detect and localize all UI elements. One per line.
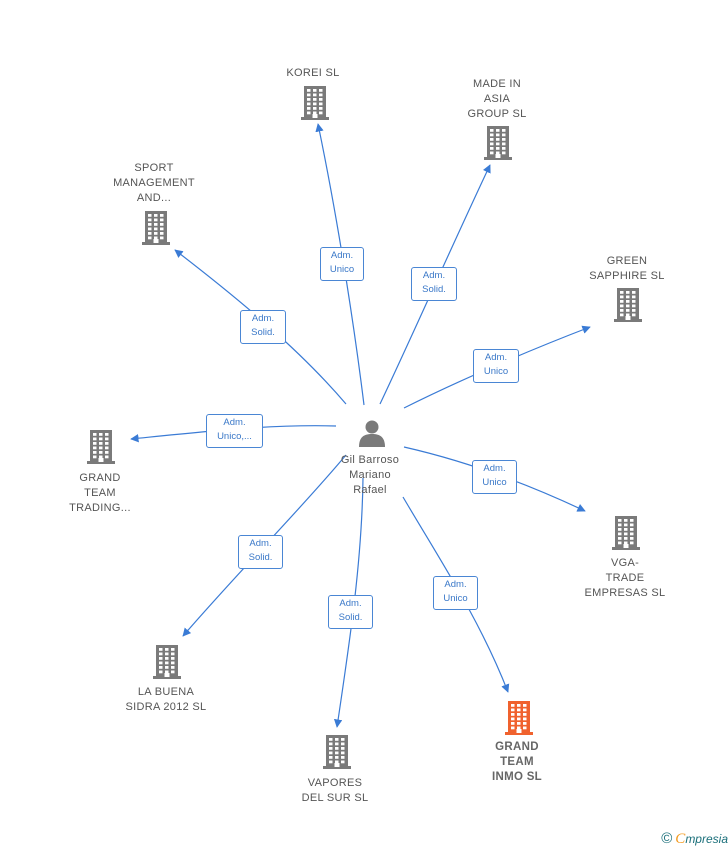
edge-label-line: Adm. bbox=[339, 598, 362, 609]
edge-label-line: Unico bbox=[483, 366, 509, 377]
building-icon[interactable] bbox=[152, 645, 182, 684]
edge-label-line: Adm. bbox=[483, 463, 506, 474]
brand-name: mpresia bbox=[685, 832, 728, 846]
edge-label-vga-trade[interactable]: Adm. Unico bbox=[472, 460, 517, 494]
edge-label-green-sapphire[interactable]: Adm. Unico bbox=[473, 349, 519, 383]
company-label-line: SIDRA 2012 SL bbox=[125, 701, 207, 713]
company-label-korei[interactable]: KOREI SL bbox=[253, 66, 373, 81]
edge-label-grand-team-inmo[interactable]: Adm. Unico bbox=[433, 576, 478, 610]
edge-label-la-buena-sidra[interactable]: Adm. Solid. bbox=[238, 535, 283, 569]
brand-logo: ©Cmpresia bbox=[661, 830, 728, 848]
company-label-line: TEAM bbox=[84, 487, 116, 499]
building-icon[interactable] bbox=[141, 211, 171, 250]
company-label-line: AND... bbox=[136, 192, 172, 204]
company-label-grand-team-trading[interactable]: GRAND TEAM TRADING... bbox=[40, 471, 160, 516]
edge-label-line: Unico bbox=[482, 477, 507, 488]
edge-label-line: Adm. bbox=[484, 352, 508, 363]
company-label-vga-trade[interactable]: VGA- TRADE EMPRESAS SL bbox=[565, 556, 685, 601]
company-label-line: TEAM bbox=[500, 756, 534, 768]
company-label-la-buena-sidra[interactable]: LA BUENA SIDRA 2012 SL bbox=[106, 685, 226, 715]
building-icon[interactable] bbox=[504, 701, 534, 740]
company-label-line: MADE IN bbox=[473, 78, 521, 90]
company-label-line: ASIA bbox=[483, 93, 511, 105]
edge-label-line: Adm. bbox=[444, 579, 467, 590]
company-label-line: LA BUENA bbox=[137, 686, 195, 698]
company-label-line: GRAND bbox=[495, 741, 539, 753]
company-label-line: GRAND bbox=[79, 472, 121, 484]
edge-label-line: Unico bbox=[329, 264, 355, 275]
company-label-line: TRADE bbox=[605, 572, 645, 584]
company-label-green-sapphire[interactable]: GREEN SAPPHIRE SL bbox=[567, 254, 687, 284]
company-label-grand-team-inmo[interactable]: GRAND TEAM INMO SL bbox=[457, 740, 577, 785]
edge-label-line: Solid. bbox=[422, 284, 446, 295]
edge-label-line: Unico bbox=[443, 593, 468, 604]
company-label-line: KOREI SL bbox=[286, 67, 340, 79]
company-label-line: EMPRESAS SL bbox=[584, 587, 666, 599]
company-label-line: TRADING... bbox=[69, 502, 131, 514]
edge-label-made-in-asia[interactable]: Adm. Solid. bbox=[411, 267, 457, 301]
company-label-line: INMO SL bbox=[491, 771, 542, 783]
company-label-made-in-asia[interactable]: MADE IN ASIA GROUP SL bbox=[437, 77, 557, 122]
building-icon[interactable] bbox=[86, 430, 116, 469]
building-icon[interactable] bbox=[322, 735, 352, 774]
company-label-line: VGA- bbox=[610, 557, 640, 569]
company-label-line: SAPPHIRE SL bbox=[589, 270, 665, 282]
edge-label-grand-team-trading[interactable]: Adm. Unico,... bbox=[206, 414, 263, 448]
person-label-line: Mariano bbox=[349, 469, 391, 481]
edge-label-line: Solid. bbox=[251, 327, 275, 338]
building-icon[interactable] bbox=[613, 288, 643, 327]
company-label-line: GROUP SL bbox=[467, 108, 527, 120]
edge-label-line: Adm. bbox=[330, 250, 354, 261]
company-label-line: VAPORES bbox=[307, 777, 363, 789]
edge-label-line: Adm. bbox=[251, 313, 275, 324]
edge-label-line: Adm. bbox=[249, 538, 272, 549]
edge-label-korei[interactable]: Adm. Unico bbox=[320, 247, 364, 281]
edge-label-sport-management[interactable]: Adm. Solid. bbox=[240, 310, 286, 344]
edge-label-line: Adm. bbox=[422, 270, 446, 281]
edge-label-line: Solid. bbox=[248, 552, 273, 563]
edge-label-vapores-del-sur[interactable]: Adm. Solid. bbox=[328, 595, 373, 629]
person-label-line: Rafael bbox=[353, 484, 387, 496]
building-icon[interactable] bbox=[300, 86, 330, 125]
edge-label-line: Adm. bbox=[223, 417, 246, 428]
brand-initial: C bbox=[675, 831, 686, 847]
building-icon[interactable] bbox=[483, 126, 513, 165]
company-label-line: DEL SUR SL bbox=[301, 792, 369, 804]
person-icon[interactable] bbox=[358, 419, 386, 452]
company-label-line: MANAGEMENT bbox=[113, 177, 195, 189]
person-label-line: Gil Barroso bbox=[340, 454, 400, 466]
company-label-line: SPORT bbox=[134, 162, 174, 174]
edge-label-line: Unico,... bbox=[217, 431, 252, 442]
building-icon[interactable] bbox=[611, 516, 641, 555]
copyright-symbol: © bbox=[661, 830, 673, 847]
company-label-line: GREEN bbox=[606, 255, 648, 267]
edge-label-line: Solid. bbox=[338, 612, 363, 623]
company-label-sport-management[interactable]: SPORT MANAGEMENT AND... bbox=[94, 161, 214, 206]
company-label-vapores-del-sur[interactable]: VAPORES DEL SUR SL bbox=[275, 776, 395, 806]
